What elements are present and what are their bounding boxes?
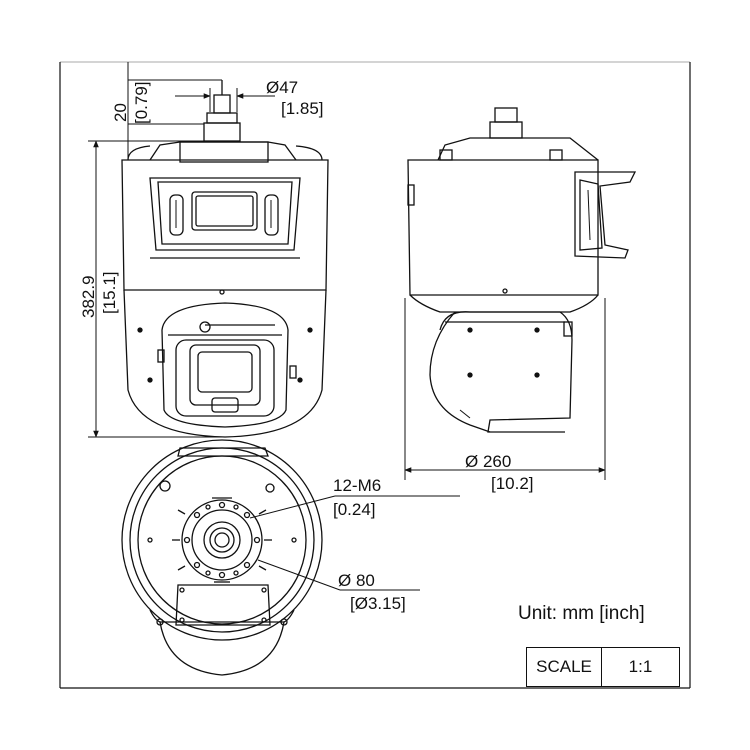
scale-box: SCALE 1:1	[526, 647, 680, 687]
circle-mm: Ø 80	[338, 571, 375, 590]
dimension-lines	[88, 62, 606, 591]
front-view	[121, 80, 329, 438]
width-in: [10.2]	[491, 474, 534, 493]
drawing-frame	[59, 61, 691, 689]
total-height-in: [15.1]	[100, 271, 119, 314]
circle-in: [Ø3.15]	[350, 594, 406, 613]
total-height-mm: 382.9	[79, 275, 98, 318]
bolt-mm: 12-M6	[333, 476, 381, 495]
scale-label: SCALE	[527, 648, 602, 686]
unit-note: Unit: mm [inch]	[518, 603, 645, 624]
top-diameter-mm: Ø47	[266, 78, 298, 97]
bolt-in: [0.24]	[333, 500, 376, 519]
side-view	[407, 107, 637, 433]
scale-value: 1:1	[628, 657, 653, 676]
width-mm: Ø 260	[465, 452, 511, 471]
bottom-view	[121, 439, 323, 676]
top-height-mm: 20	[111, 103, 130, 122]
top-height-in: [0.79]	[132, 81, 151, 124]
top-diameter-in: [1.85]	[281, 99, 324, 118]
